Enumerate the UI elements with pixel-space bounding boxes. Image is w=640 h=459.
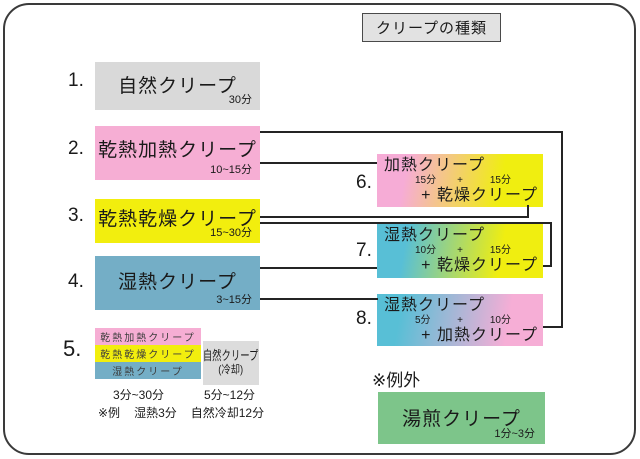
item-number-5: 5. — [63, 336, 82, 361]
connector-line — [543, 326, 563, 328]
box-label: 自然クリープ — [118, 76, 237, 97]
example-wet: 湿熱3分 — [134, 406, 177, 420]
item-number-1: 1. — [68, 70, 84, 91]
cool-box-sub: (冷却) — [218, 364, 244, 377]
connector-line — [550, 222, 552, 267]
connector-line — [260, 267, 377, 269]
combo-line1: 湿熱クリープ — [384, 227, 486, 244]
combo-line1: 湿熱クリープ — [384, 297, 486, 314]
item-number-4: 4. — [68, 271, 84, 292]
box-dry-drying-creep: 乾熱乾燥クリープ 15~30分 — [95, 199, 260, 243]
cool-time-label: 5分~12分 — [204, 388, 256, 402]
combo-time2: 15分 — [489, 175, 511, 186]
example-cool: 自然冷却12分 — [190, 406, 265, 420]
stack-box-wet-heat: 湿熱クリープ — [95, 362, 201, 379]
plus-sign: + — [457, 315, 463, 326]
diagram-title: クリープの種類 — [362, 13, 501, 42]
example-prefix: ※例 — [98, 406, 121, 420]
connector-line — [527, 205, 529, 218]
combo-time1: 15分 — [415, 175, 437, 186]
combo-time2: 10分 — [489, 315, 511, 326]
box-label: 乾熱乾燥クリープ — [98, 209, 257, 230]
box-wet-heat-creep: 湿熱クリープ 3~15分 — [95, 256, 260, 310]
combo-times: 5分 + 10分 — [377, 315, 543, 327]
combo-time1: 5分 — [415, 315, 431, 326]
item-number-6: 6. — [356, 172, 372, 193]
stack-box-dry-drying: 乾熱乾燥クリープ — [95, 345, 201, 362]
box-label: 湯煎クリープ — [402, 409, 521, 430]
plus-sign: + — [457, 245, 463, 256]
box-dry-heat-creep: 乾熱加熱クリープ 10~15分 — [95, 126, 260, 180]
combo-times: 15分 + 15分 — [377, 175, 543, 187]
box-time: 1分~3分 — [494, 428, 535, 440]
stack-time-label: 3分~30分 — [113, 388, 165, 402]
item-number-2: 2. — [68, 138, 84, 159]
box-combo-wet-heat: 湿熱クリープ 5分 + 10分 + 加熱クリープ — [377, 294, 543, 346]
diagram-title-text: クリープの種類 — [375, 20, 488, 37]
box-natural-cooling: 自然クリープ (冷却) — [203, 341, 259, 385]
outer-frame — [3, 3, 636, 455]
item-number-3: 3. — [68, 205, 84, 226]
connector-line — [260, 162, 377, 164]
item-number-7: 7. — [356, 240, 372, 261]
combo-times: 10分 + 15分 — [377, 245, 543, 257]
combo-line1: 加熱クリープ — [384, 157, 486, 174]
box-time: 30分 — [228, 94, 252, 106]
combo-time2: 15分 — [489, 245, 511, 256]
box-time: 10~15分 — [210, 164, 252, 176]
combo-line2: + 乾燥クリープ — [421, 257, 538, 274]
box-label: 乾熱加熱クリープ — [98, 140, 257, 161]
box-hot-water-creep: 湯煎クリープ 1分~3分 — [378, 392, 545, 444]
example-row: ※例 湿熱3分 自然冷却12分 — [98, 404, 264, 421]
plus-sign: + — [457, 175, 463, 186]
box-time: 3~15分 — [216, 294, 252, 306]
cool-box-label: 自然クリープ — [203, 348, 259, 364]
combo-line2: + 乾燥クリープ — [421, 187, 538, 204]
exception-label: ※例外 — [372, 371, 421, 390]
connector-line — [260, 298, 378, 300]
connector-line — [543, 265, 552, 267]
combo-time1: 10分 — [415, 245, 437, 256]
item-number-8: 8. — [356, 308, 372, 329]
connector-line — [260, 216, 529, 218]
stack-box-dry-heat: 乾熱加熱クリープ — [95, 328, 201, 345]
connector-line — [260, 222, 552, 224]
combo-line2: + 加熱クリープ — [421, 327, 538, 344]
box-time: 15~30分 — [210, 227, 252, 239]
connector-line — [260, 131, 563, 133]
box-combo-heat-drying: 加熱クリープ 15分 + 15分 + 乾燥クリープ — [377, 154, 543, 207]
connector-line — [561, 131, 563, 328]
box-combo-wet-drying: 湿熱クリープ 10分 + 15分 + 乾燥クリープ — [377, 224, 543, 278]
box-label: 湿熱クリープ — [118, 272, 237, 293]
box-natural-creep: 自然クリープ 30分 — [95, 62, 260, 110]
